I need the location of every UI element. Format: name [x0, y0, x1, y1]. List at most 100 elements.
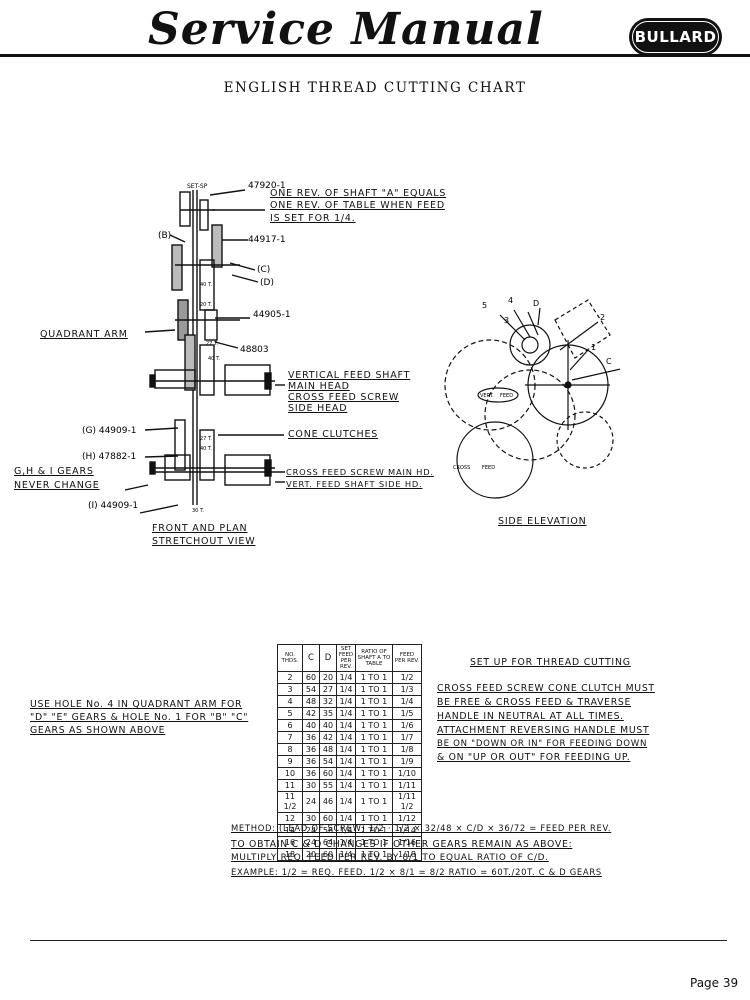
table-cell: 24: [302, 791, 320, 813]
method-line-3: EXAMPLE: 1/2 = REQ. FEED. 1/2 × 8/1 = 8/…: [231, 867, 602, 877]
table-cell: 1/2: [392, 671, 422, 684]
front-label-8: (G) 44909-1: [82, 426, 136, 436]
table-cell: 1 TO 1: [355, 671, 393, 684]
caption-line-0: FRONT AND PLAN: [152, 523, 248, 534]
table-cell: 1/4: [392, 695, 422, 708]
chart-title: ENGLISH THREAD CUTTING CHART: [223, 80, 527, 96]
table-cell: 40: [302, 719, 320, 732]
table-cell: 1/4: [336, 683, 356, 696]
cross-line-0: CROSS FEED SCREW MAIN HD.: [286, 467, 434, 477]
table-cell: 1 TO 1: [355, 731, 393, 744]
side-gear-3: 3: [504, 316, 509, 325]
table-cell: 54: [319, 755, 337, 768]
table-cell: 5: [277, 707, 303, 720]
table-cell: 36: [302, 755, 320, 768]
th-set-feed: SET FEED PER REV.: [336, 644, 356, 672]
quadrant-note-1: "D" "E" GEARS & HOLE No. 1 FOR "B" "C": [30, 712, 249, 723]
side-gear-d: D: [533, 299, 539, 308]
table-cell: 3: [277, 683, 303, 696]
table-header-row: NO. THDS. C D SET FEED PER REV. RATIO OF…: [277, 644, 422, 672]
table-cell: 1 TO 1: [355, 719, 393, 732]
shaft-line-1: MAIN HEAD: [288, 381, 350, 392]
side-gear-2: 2: [600, 313, 605, 322]
gear-mark-1: 20 T.: [200, 302, 212, 308]
gear-mark-5: 40 T.: [200, 446, 212, 452]
table-cell: 46: [319, 791, 337, 813]
table-cell: 1/6: [392, 719, 422, 732]
th-c: C: [302, 644, 320, 672]
gear-mark-2: 27 T.: [206, 341, 218, 347]
note-line-1: ONE REV. OF TABLE WHEN FEED: [270, 200, 445, 211]
table-cell: 1/10: [392, 767, 422, 780]
quadrant-note-0: USE HOLE No. 4 IN QUADRANT ARM FOR: [30, 699, 243, 710]
table-cell: 60: [302, 671, 320, 684]
th-ratio: RATIO OF SHAFT A TO TABLE: [355, 644, 393, 672]
table-cell: 1/4: [336, 791, 356, 813]
table-cell: 60: [319, 767, 337, 780]
page-title: Service Manual: [148, 4, 544, 55]
page-number: Page 39: [690, 976, 739, 990]
front-label-6: (C): [257, 265, 270, 275]
table-cell: 11: [277, 779, 303, 792]
table-cell: 1/11: [392, 779, 422, 792]
gear-mark-3: 40 T.: [208, 356, 220, 362]
table-cell: 1 TO 1: [355, 707, 393, 720]
table-cell: 27: [319, 683, 337, 696]
front-label-0: SET-SP: [187, 183, 208, 190]
table-cell: 42: [302, 707, 320, 720]
table-cell: 48: [302, 695, 320, 708]
never-change-line-0: G,H & I GEARS: [14, 466, 94, 477]
table-cell: 2: [277, 671, 303, 684]
table-cell: 1/3: [392, 683, 422, 696]
table-cell: 1/4: [336, 671, 356, 684]
th-feed: FEED PER REV.: [392, 644, 422, 672]
table-cell: 1 TO 1: [355, 791, 393, 813]
table-cell: 40: [319, 719, 337, 732]
caption-line-1: STRETCHOUT VIEW: [152, 536, 256, 547]
setup-line-4: BE ON "DOWN OR IN" FOR FEEDING DOWN: [437, 739, 648, 749]
side-gear-text-0: VERT.: [480, 393, 494, 399]
front-label-9: (H) 47882-1: [82, 452, 136, 462]
table-cell: 1 TO 1: [355, 755, 393, 768]
front-label-3: 44905-1: [253, 310, 291, 320]
table-cell: 10: [277, 767, 303, 780]
note-line-0: ONE REV. OF SHAFT "A" EQUALS: [270, 188, 447, 199]
table-cell: 11 1/2: [277, 791, 303, 813]
table-cell: 1/18: [392, 848, 422, 861]
front-view-drawing: SET-SP 47920-1 44917-1 44905-1 48803 (B)…: [82, 181, 291, 514]
table-cell: 48: [319, 743, 337, 756]
gear-mark-4: 27 T.: [200, 436, 212, 442]
setup-line-1: BE FREE & CROSS FEED & TRAVERSE: [437, 697, 632, 708]
front-label-1: 47920-1: [248, 181, 286, 191]
shaft-line-3: SIDE HEAD: [288, 403, 348, 414]
setup-line-0: CROSS FEED SCREW CONE CLUTCH MUST: [437, 683, 655, 694]
setup-line-2: HANDLE IN NEUTRAL AT ALL TIMES.: [437, 711, 624, 722]
side-gear-text-2: CROSS: [453, 465, 470, 471]
table-cell: 1/11 1/2: [392, 791, 422, 813]
table-cell: 1/4: [336, 848, 356, 861]
table-cell: 42: [319, 731, 337, 744]
side-gear-c: C: [606, 357, 612, 366]
table-cell: 4: [277, 695, 303, 708]
method-line-0: METHOD: (LEAD OF SCREW) 1/2 · 1/2 × 32/4…: [231, 823, 612, 833]
side-gear-1: 1: [591, 343, 596, 352]
front-label-7: (D): [260, 278, 274, 288]
table-cell: 1/7: [392, 731, 422, 744]
front-label-5: (B): [158, 231, 171, 241]
table-cell: 1 TO 1: [355, 695, 393, 708]
shaft-line-0: VERTICAL FEED SHAFT: [288, 370, 411, 381]
table-cell: 32: [319, 695, 337, 708]
side-gear-4: 4: [508, 296, 513, 305]
bullard-logo: BULLARD: [629, 18, 722, 56]
table-cell: 1/4: [336, 719, 356, 732]
cone-clutches-label: CONE CLUTCHES: [288, 429, 379, 440]
table-cell: 1/4: [336, 743, 356, 756]
setup-line-3: ATTACHMENT REVERSING HANDLE MUST: [437, 725, 650, 736]
table-cell: 55: [319, 779, 337, 792]
